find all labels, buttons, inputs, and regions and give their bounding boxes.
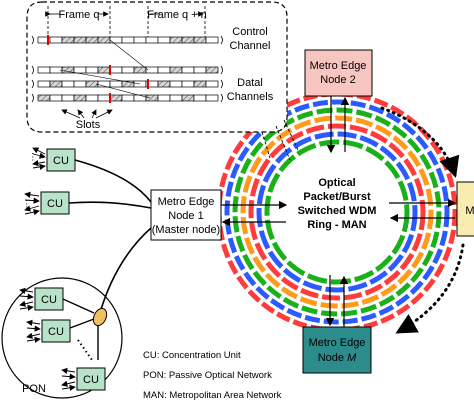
cu-pon-1: CU [19,287,64,311]
cu-pon-2: CU [26,319,71,343]
frame-inset: Frame q Frame q + n Control Channel Data… [26,1,288,133]
frame-qn-label: Frame q + n [147,9,207,21]
node-2-links [326,96,350,154]
pon-label: PON [22,383,46,395]
data-channels-label-1: Datal [237,77,263,89]
wdm-ring [216,91,458,333]
node-m-line-1: Metro Edge [309,337,366,349]
data-channel-row-2 [37,79,219,89]
ring-wavelength-3 [232,107,442,317]
cu-pon-3: CU [61,367,106,391]
control-channel-label-2: Channel [230,40,271,52]
pon-splitter [92,307,108,327]
data-channels-label-2: Channels [227,91,274,103]
node-1-line-3: (Master node) [152,224,220,236]
cu-top: CU ⋮ [28,147,76,172]
cu-top-label: CU [53,155,69,167]
node-1-links [221,200,288,227]
ring-label: Optical Packet/Burst Switched WDM Ring -… [298,177,377,231]
right-node-label: M [465,205,474,217]
cu-middle-label: CU [47,198,63,210]
metro-edge-node-2: Metro Edge Node 2 [304,49,373,97]
node-2-line-2: Node 2 [320,74,355,86]
ring-wavelength-4 [240,115,434,309]
data-channel-row-1 [37,65,219,75]
node-m-line-2: Node M [318,352,357,364]
node-1-line-1: Metro Edge [158,196,215,208]
legend: CU: Concentration Unit PON: Passive Opti… [143,350,282,401]
pon-boundary [1,277,123,399]
metro-edge-node-m: Metro Edge Node M [302,326,372,374]
ring-wavelength-2 [224,99,450,325]
metro-edge-node-right-partial: M [456,181,474,237]
node-2-line-1: Metro Edge [310,60,367,72]
frame-q-label: Frame q [59,9,100,21]
svg-text:⋮: ⋮ [22,199,32,210]
cu-pon-3-label: CU [83,374,99,386]
ring-label-line-4: Ring - MAN [307,219,366,231]
ring-label-line-1: Optical [318,177,355,189]
cu-pon-2-label: CU [48,326,64,338]
node-m-links [325,275,349,327]
cu-middle: CU ⋮ [22,191,70,216]
svg-text:⋮: ⋮ [28,152,38,163]
control-channel-label-1: Control [232,26,267,38]
ring-wavelength-5 [248,123,426,301]
right-node-links [389,198,457,223]
legend-man: MAN: Metropolitan Area Network [143,390,282,401]
data-channel-row-3 [37,93,219,103]
ring-wavelength-6 [256,131,418,293]
ring-wavelength-7 [264,139,410,285]
cu-pon-1-label: CU [41,294,57,306]
inset-pointer-lines [261,119,299,161]
ring-label-line-2: Packet/Burst [303,191,371,203]
channel-rows [31,35,223,103]
rotation-arc-bottom [395,243,465,334]
ring-center [273,148,401,276]
node-1-line-2: Node 1 [168,210,203,222]
legend-cu: CU: Concentration Unit [143,350,241,361]
rotation-arc-top [380,106,460,178]
ring-label-line-3: Switched WDM [298,205,377,217]
legend-pon: PON: Passive Optical Network [143,370,272,381]
slots-label: Slots [76,119,101,131]
metro-edge-node-1-master: Metro Edge Node 1 (Master node) [150,189,222,241]
control-channel-row [37,35,219,45]
access-network: CU ⋮ CU ⋮ [1,147,152,399]
